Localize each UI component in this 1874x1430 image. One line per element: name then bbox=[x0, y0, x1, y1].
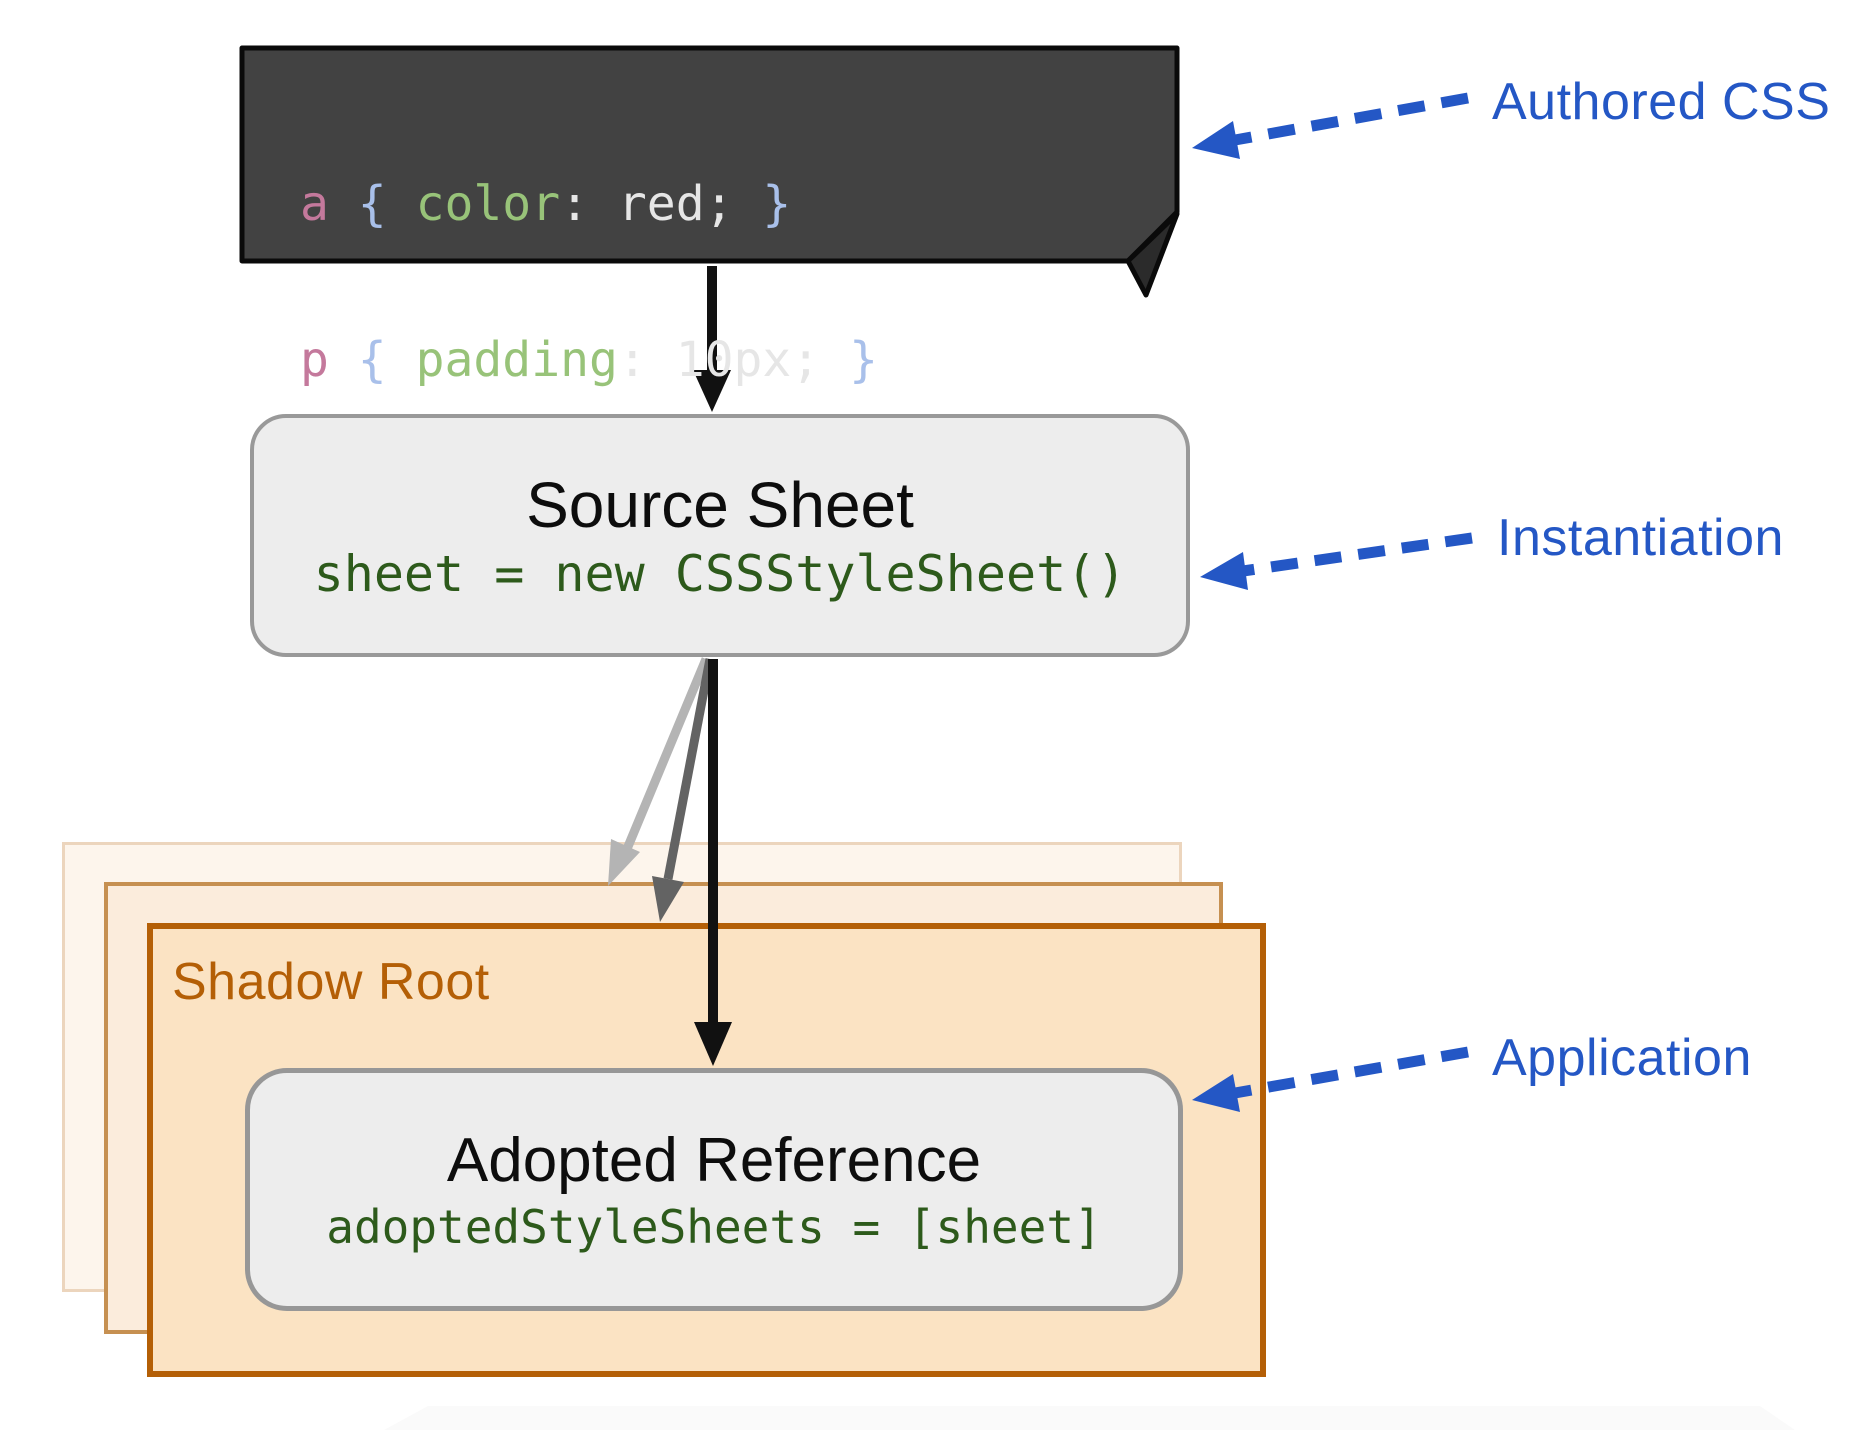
annotation-application: Application bbox=[1492, 1029, 1752, 1087]
authored-css-line-2: p { padding: 10px; } bbox=[300, 334, 878, 386]
arrow-instantiation-annotation bbox=[1200, 532, 1473, 590]
source-sheet-box: Source Sheet sheet = new CSSStyleSheet() bbox=[250, 414, 1190, 657]
css-colon: : bbox=[560, 176, 618, 232]
adopted-reference-code: adoptedStyleSheets = [sheet] bbox=[326, 1199, 1102, 1254]
shadow-root-label: Shadow Root bbox=[172, 953, 490, 1011]
css-selector: a bbox=[300, 176, 329, 232]
authored-css-line-1: a { color: red; } bbox=[300, 178, 878, 230]
css-close-brace: } bbox=[849, 332, 878, 388]
css-value: 10px; bbox=[675, 332, 850, 388]
css-colon: : bbox=[617, 332, 676, 388]
adopted-reference-box: Adopted Reference adoptedStyleSheets = [… bbox=[245, 1068, 1183, 1311]
source-sheet-code: sheet = new CSSStyleSheet() bbox=[313, 544, 1127, 603]
annotation-instantiation: Instantiation bbox=[1497, 509, 1784, 567]
arrow-authored-to-source bbox=[693, 266, 731, 412]
css-open-brace: { bbox=[328, 176, 416, 232]
css-property: color bbox=[415, 176, 561, 232]
fan-arrow-back-stack bbox=[608, 657, 711, 886]
annotation-authored-css: Authored CSS bbox=[1492, 73, 1831, 131]
css-property: padding bbox=[415, 332, 618, 388]
arrow-application-annotation bbox=[1192, 1046, 1469, 1112]
page-fold-corner-icon bbox=[1125, 211, 1180, 298]
css-value: red; bbox=[617, 176, 763, 232]
adopted-reference-title: Adopted Reference bbox=[446, 1125, 982, 1195]
arrow-authored-css-annotation bbox=[1192, 92, 1469, 159]
css-selector: p bbox=[300, 332, 329, 388]
css-open-brace: { bbox=[328, 332, 416, 388]
fan-arrow-front-stack bbox=[694, 659, 732, 1066]
fan-arrow-middle-stack bbox=[652, 658, 715, 922]
source-sheet-title: Source Sheet bbox=[526, 468, 914, 541]
authored-css-code: a { color: red; } p { padding: 10px; } bbox=[300, 74, 878, 490]
css-close-brace: } bbox=[762, 176, 792, 232]
footer-strip bbox=[384, 1406, 1795, 1430]
